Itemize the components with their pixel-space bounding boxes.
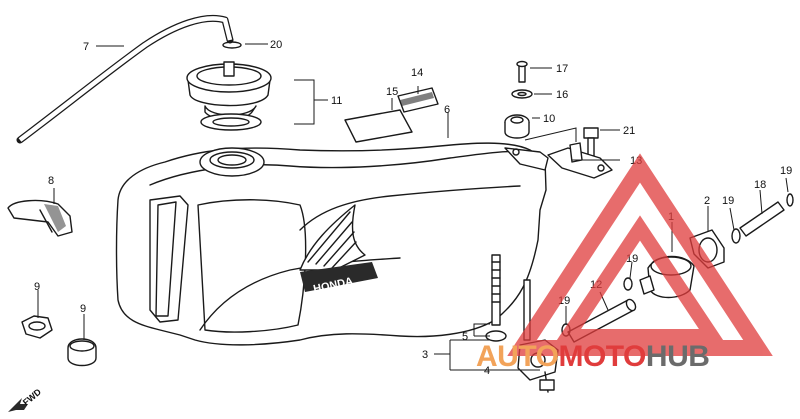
fwd-arrow: FWD xyxy=(8,386,43,412)
mount-rubber xyxy=(504,114,530,139)
watermark-part-auto: AUTO xyxy=(476,340,559,373)
bolt-17 xyxy=(516,60,528,83)
callout-5: 5 xyxy=(462,331,468,343)
callout-6: 6 xyxy=(444,104,450,116)
watermark: AUTOMOTOHUB xyxy=(476,153,773,373)
callout-16: 16 xyxy=(556,89,568,101)
breather-hose xyxy=(16,14,234,144)
fuel-cap xyxy=(186,61,272,131)
decal-14 xyxy=(397,87,439,113)
callout-2: 2 xyxy=(704,195,710,207)
clip-8 xyxy=(7,199,73,237)
callout-21: 21 xyxy=(623,125,635,137)
decal-15 xyxy=(344,109,413,143)
callout-18: 18 xyxy=(754,179,766,191)
callout-20: 20 xyxy=(270,39,282,51)
callout-14: 14 xyxy=(411,67,423,79)
leader-lines xyxy=(37,43,789,371)
fuel-tank: HONDA xyxy=(115,142,549,346)
watermark-part-moto: MOTO xyxy=(558,340,646,373)
callout-10: 10 xyxy=(543,113,555,125)
wing-emblem: HONDA xyxy=(299,204,378,296)
callout-4: 4 xyxy=(484,365,490,377)
callout-9-left: 9 xyxy=(34,281,40,293)
washer xyxy=(511,89,533,99)
callout-19-b: 19 xyxy=(780,165,792,177)
hose-clip xyxy=(222,41,242,49)
watermark-triangle xyxy=(507,153,773,356)
callout-9-right: 9 xyxy=(80,303,86,315)
callout-15: 15 xyxy=(386,86,398,98)
callout-8: 8 xyxy=(48,175,54,187)
callout-7: 7 xyxy=(83,41,89,53)
bolt-21 xyxy=(583,127,599,157)
callout-3: 3 xyxy=(422,349,428,361)
callout-19-a: 19 xyxy=(722,195,734,207)
svg-text:AUTOMOTOHUB: AUTOMOTOHUB xyxy=(476,340,709,373)
fuel-tube-18 xyxy=(739,201,785,237)
callout-11: 11 xyxy=(331,95,342,107)
callout-17: 17 xyxy=(556,63,568,75)
cap-nut-9-right xyxy=(67,338,97,367)
nut-9-left xyxy=(21,315,53,339)
watermark-part-hub: HUB xyxy=(646,340,710,373)
fwd-label: FWD xyxy=(21,386,44,407)
